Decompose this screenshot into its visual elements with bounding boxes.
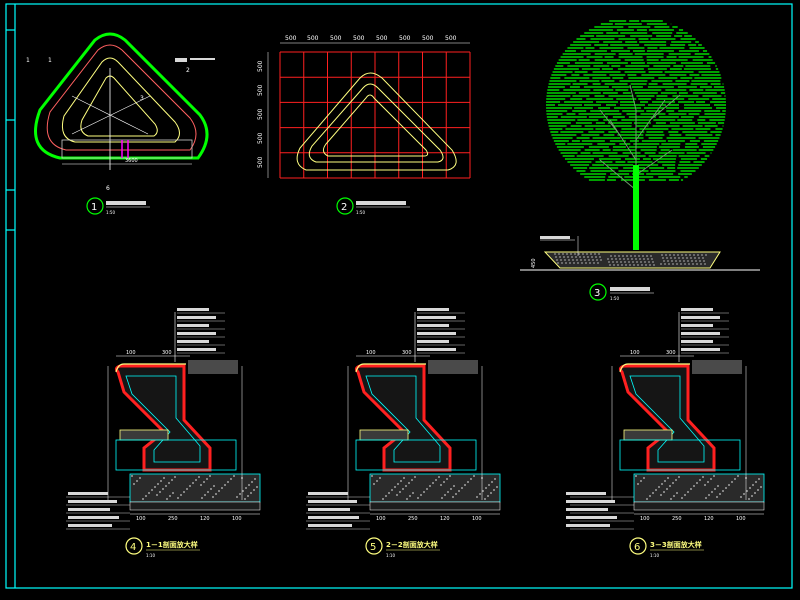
grid-dim-top: 500 [376,35,388,42]
section-scale: 1:10 [650,553,659,558]
section-dim: 100 [126,350,136,356]
section-number: 6 [634,542,640,553]
plan-mark: 1 [48,57,52,64]
section-dim: 300 [402,350,412,356]
section-notes [174,308,225,362]
grid-dim-top: 500 [353,35,365,42]
view-scale: 1:50 [610,296,619,301]
section-title: 1－1剖面放大样 [146,540,198,549]
view-number: 3 [594,288,600,299]
view-scale: 1:50 [356,210,365,215]
view-title [106,201,146,205]
plan-mark: 6 [106,185,110,192]
section-detail-5: 100 300 100 250 120 100 5 2－2剖面放大样 1:10 [306,308,501,558]
plan-mark: 2 [186,67,190,74]
grid-dim-left: 500 [257,108,264,120]
section-scale: 1:10 [146,553,155,558]
grid-dim-top: 500 [330,35,342,42]
grid-dim-top: 500 [307,35,319,42]
section-dim: 100 [232,516,242,522]
section-dim: 300 [666,350,676,356]
grid-dim-left: 500 [257,60,264,72]
view-scale: 1:50 [106,210,115,215]
section-detail-6: 100 300 100 250 120 100 6 3－3剖面放大样 1:10 [566,308,765,558]
section-dim: 100 [630,350,640,356]
section-dim: 120 [440,516,450,522]
grid-dim-left: 500 [257,132,264,144]
section-dim: 300 [162,350,172,356]
plan-mark: 3 [140,95,144,102]
view-1-plan: 3600 1 2 3 1 6 1 1:50 [26,32,215,215]
section-dim: 250 [168,516,178,522]
section-title: 2－2剖面放大样 [386,540,438,549]
view-3-tree-elevation: 450 3 1:50 [520,20,760,301]
section-notes-lower [66,492,130,530]
section-notes [678,308,729,362]
section-notes [414,308,465,362]
section-detail-4: 100 300 100 250 120 100 4 1－1剖面放大样 1:10 [66,308,261,558]
view-title [610,287,650,291]
section-dim: 100 [640,516,650,522]
foundation-layers [619,439,765,511]
view-number: 1 [91,202,97,213]
section-dim: 120 [704,516,714,522]
section-notes-lower [306,492,370,530]
foundation-layers [115,439,261,511]
section-dim: 100 [136,516,146,522]
grid-dim-top: 500 [445,35,457,42]
view-2-grid-plan: 500 500 500 500 500 500 500 500 500 500 … [257,35,471,215]
drawing-frame [5,3,793,589]
grid-dim-top: 500 [399,35,411,42]
section-notes-lower [566,492,634,530]
section-dim: 100 [376,516,386,522]
grid-dim-top: 500 [422,35,434,42]
section-dim: 100 [472,516,482,522]
section-dim: 100 [736,516,746,522]
section-scale: 1:10 [386,553,395,558]
section-dim: 250 [408,516,418,522]
grid-dim-left: 500 [257,156,264,168]
section-dim: 100 [366,350,376,356]
tree-height-dim: 450 [531,258,537,268]
plan-mark: 1 [26,57,30,64]
grid-dim-top: 500 [285,35,297,42]
section-title: 3－3剖面放大样 [650,540,702,549]
foundation-layers [355,439,501,511]
section-number: 5 [370,542,376,553]
section-dim: 250 [672,516,682,522]
section-dim: 120 [200,516,210,522]
plan-dim-text: 3600 [125,158,138,164]
view-title [356,201,406,205]
section-number: 4 [130,542,136,553]
view-number: 2 [341,202,347,213]
grid-dim-left: 500 [257,84,264,96]
